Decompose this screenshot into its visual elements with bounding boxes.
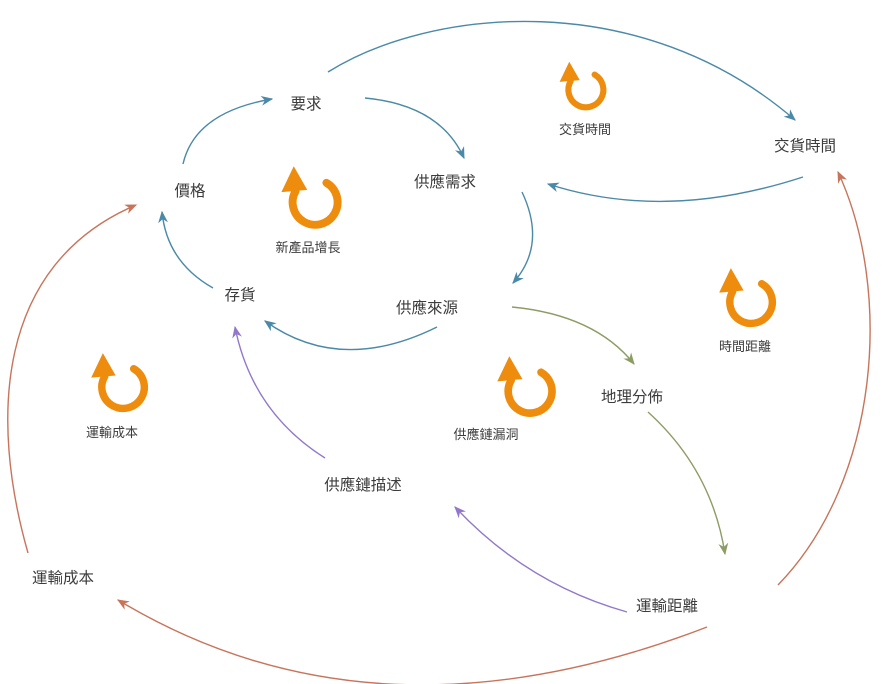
node-delivery-time[interactable]: 交貨時間 [774, 137, 836, 155]
node-price[interactable]: 價格 [174, 182, 206, 200]
edge-demand-to-delivery-time[interactable] [327, 20, 796, 121]
edge-supply-demand-to-supply-source[interactable] [512, 191, 534, 284]
node-geographic-distribution[interactable]: 地理分佈 [601, 388, 663, 406]
loop-new-product-growth[interactable]: 新產品增長 [275, 166, 340, 256]
cycle-arrow-icon [719, 268, 772, 323]
edge-transport-cost-to-price[interactable] [7, 204, 138, 554]
edge-supply-source-to-inventory[interactable] [264, 320, 438, 351]
edge-transport-distance-to-supply-chain-description[interactable] [454, 506, 628, 613]
node-transport-distance[interactable]: 運輸距離 [636, 597, 698, 615]
edge-transport-distance-to-transport-cost[interactable] [116, 599, 708, 684]
node-transport-cost[interactable]: 運輸成本 [32, 569, 94, 587]
edges-layer [7, 20, 871, 684]
loop-label: 交貨時間 [559, 122, 611, 138]
edge-demand-to-supply-demand[interactable] [364, 97, 465, 160]
node-supply-demand[interactable]: 供應需求 [414, 172, 476, 191]
loop-label: 時間距離 [719, 340, 771, 355]
edge-delivery-time-to-supply-demand[interactable] [546, 176, 804, 203]
loop-label: 運輸成本 [86, 426, 138, 441]
cycle-arrow-icon [91, 353, 144, 408]
node-supply-source[interactable]: 供應來源 [396, 298, 458, 317]
node-inventory[interactable]: 存貨 [224, 286, 255, 304]
edge-geographic-distribution-to-transport-distance[interactable] [647, 411, 729, 556]
edge-price-to-demand[interactable] [182, 95, 274, 165]
edge-supply-source-to-geographic-distribution[interactable] [511, 306, 635, 365]
loop-time-distance[interactable]: 時間距離 [719, 268, 772, 355]
cycle-arrow-icon [497, 356, 552, 413]
node-supply-chain-description[interactable]: 供應鏈描述 [324, 475, 402, 494]
loop-transport-cost[interactable]: 運輸成本 [86, 353, 144, 441]
loop-supply-chain-gaps[interactable]: 供應鏈漏洞 [453, 356, 551, 443]
edge-supply-chain-description-to-inventory[interactable] [232, 325, 326, 459]
loop-label: 新產品增長 [275, 240, 340, 256]
edge-inventory-to-price[interactable] [158, 210, 214, 289]
nodes-layer: 要求 價格 供應需求 交貨時間 存貨 供應來源 地理分佈 供應鏈描述 運輸距離 … [32, 95, 836, 615]
edge-transport-distance-to-delivery-time[interactable] [777, 170, 871, 586]
cycle-arrow-icon [281, 166, 337, 225]
cycle-arrow-icon [560, 62, 604, 108]
node-demand[interactable]: 要求 [290, 95, 321, 113]
loop-delivery-time[interactable]: 交貨時間 [559, 62, 611, 138]
loop-label: 供應鏈漏洞 [453, 427, 518, 443]
